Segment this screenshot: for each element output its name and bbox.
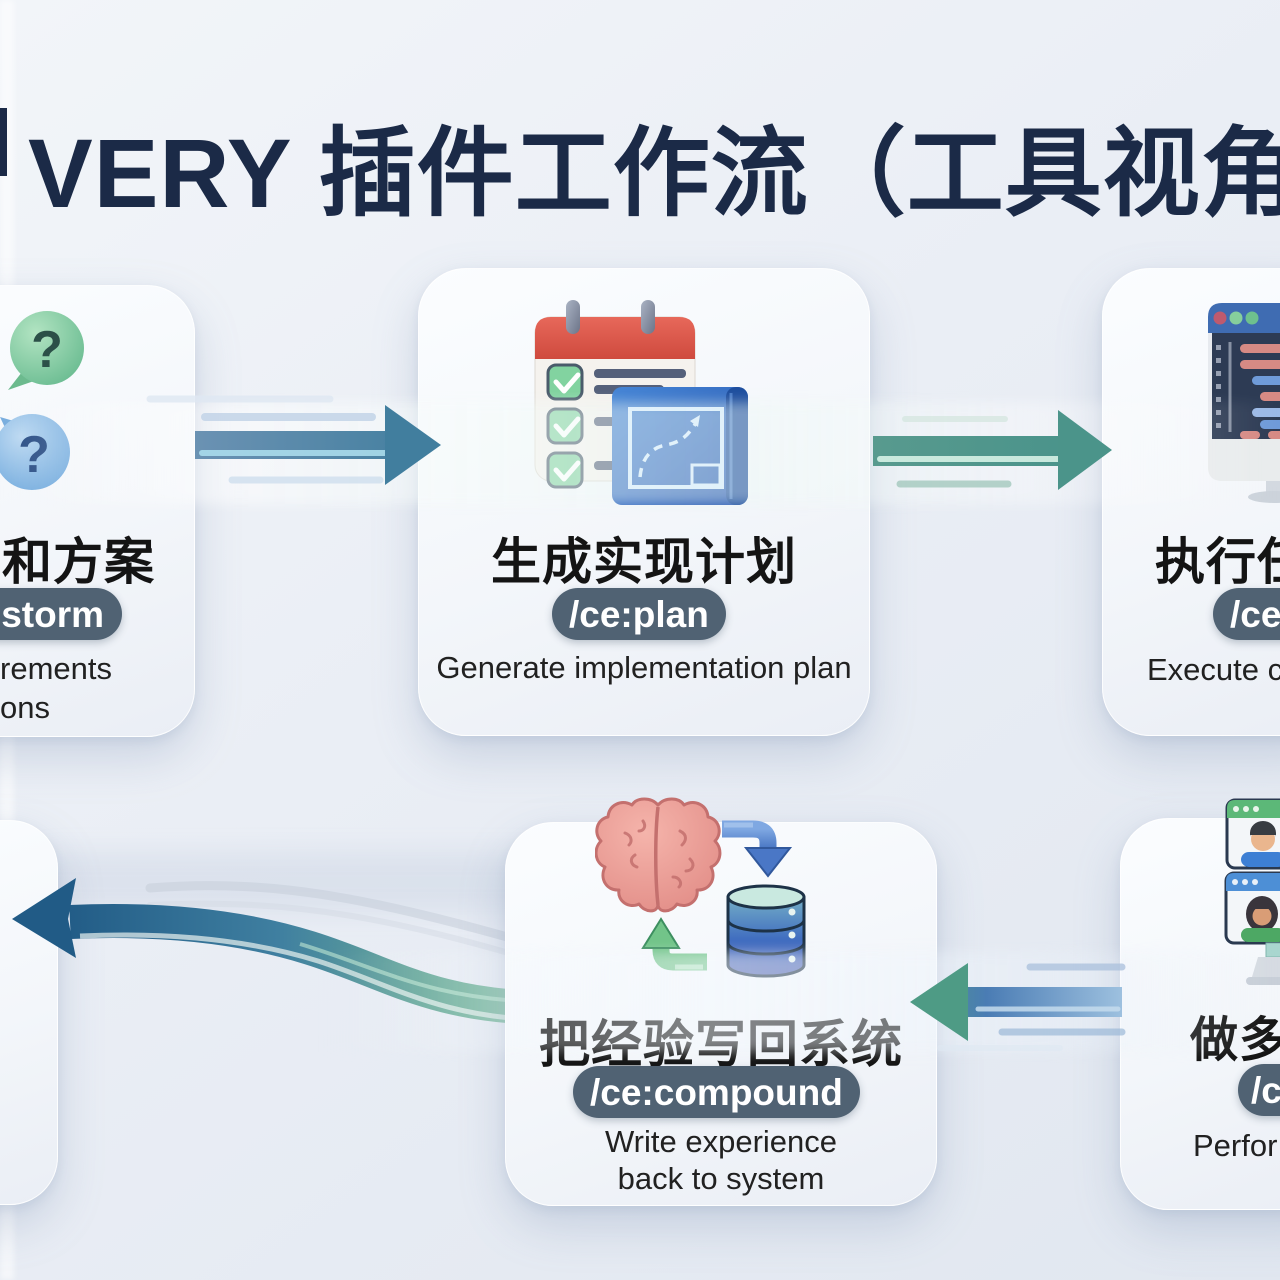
avatar-man-shirt (1241, 852, 1280, 867)
compound-badge: /ce:compound (573, 1066, 860, 1118)
card-bottom-left-partial (0, 820, 58, 1205)
video-window-bottom (1224, 871, 1280, 945)
traffic-dot-teal (1245, 311, 1259, 325)
checklist-blueprint-icon (534, 300, 748, 505)
question-bubbles-icon: ? ? (0, 311, 84, 490)
page-title: VERY 插件工作流（工具视角 (28, 119, 1280, 228)
traffic-dot-green (1229, 311, 1243, 325)
checklist-row-1 (546, 363, 686, 401)
window-titlebar (1208, 303, 1280, 333)
avatar-woman-top (1241, 928, 1280, 942)
execute-desc: Execute c (1147, 652, 1280, 687)
execute-title: 执行任务 (1155, 534, 1280, 590)
avatar-man-hair (1250, 824, 1276, 835)
brainstorm-badge: storm (0, 588, 122, 640)
multi-role-video-windows-icon (1224, 798, 1280, 985)
curved-arrow-gloss (79, 932, 546, 1023)
review-desc: Perfor (1193, 1128, 1278, 1163)
brain-shape (595, 797, 722, 913)
video-monitor-stand (1246, 942, 1280, 985)
arrow-review-to-compound (910, 963, 1126, 1051)
brainstorm-desc-line1: rements (0, 651, 112, 686)
review-badge: /c (1238, 1064, 1280, 1116)
curved-arrow-shaft (69, 904, 546, 1025)
plan-badge: /ce:plan (552, 588, 726, 640)
brainstorm-title-fragment: 和方案 (2, 534, 155, 590)
video-window-top (1225, 798, 1280, 870)
plan-title: 生成实现计划 (491, 534, 797, 590)
plan-desc: Generate implementation plan (436, 650, 852, 685)
binder-ring-left (566, 300, 580, 334)
monitor-stand-base (1248, 491, 1280, 503)
arrow-down-icon (722, 820, 793, 878)
green-question-bubble (10, 311, 84, 385)
arrow-plan-to-execute (873, 410, 1112, 490)
title-cut-letter (0, 108, 7, 176)
arrow-echo-trail (145, 881, 565, 957)
blueprint-scroll (612, 387, 748, 505)
compound-desc-line1: Write experience (604, 1124, 838, 1159)
execute-badge: /ce (1213, 588, 1280, 640)
clipboard-header (535, 317, 695, 359)
code-editor-monitor-icon (1208, 303, 1280, 503)
avatar-woman-face (1252, 906, 1272, 926)
traffic-dot-red (1213, 311, 1227, 325)
database-icon (726, 884, 806, 978)
review-title: 做多角色评审 (1190, 1014, 1280, 1067)
green-question-mark: ? (31, 321, 63, 379)
monitor-bezel (1208, 439, 1280, 481)
compound-desc-line2: back to system (617, 1161, 825, 1196)
arrow-up-icon (641, 917, 707, 971)
brain-database-cycle-icon (595, 797, 806, 978)
brainstorm-desc-line2: ons (0, 690, 50, 725)
binder-ring-right (641, 300, 655, 334)
blue-question-mark: ? (18, 426, 50, 484)
arrow-echo-trail-2 (147, 900, 563, 971)
